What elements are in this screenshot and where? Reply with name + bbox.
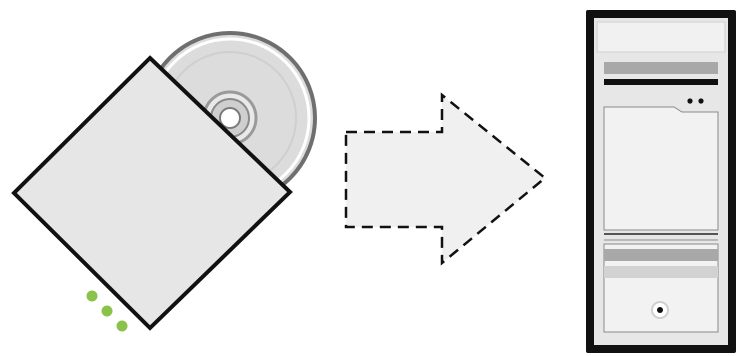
dashed-arrow-icon	[346, 95, 545, 263]
computer-tower-icon	[586, 10, 736, 353]
